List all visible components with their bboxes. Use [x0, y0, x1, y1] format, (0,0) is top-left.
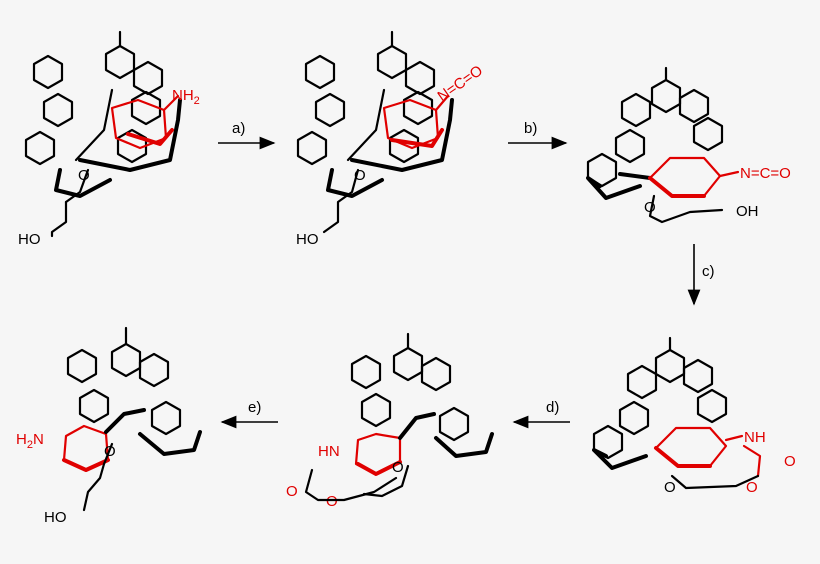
label-nco-1: N=C=O: [435, 62, 486, 105]
label-carbonyl-o-2: O: [286, 483, 298, 500]
label-ester-o-2: O: [326, 493, 338, 510]
step-a-label: a): [232, 120, 245, 137]
step-c-label: c): [702, 263, 715, 280]
structure-isocyanate: [298, 32, 452, 234]
label-ether-o-2: O: [392, 459, 404, 476]
arrow-step-c: c): [687, 244, 715, 306]
label-ho-1: HO: [18, 231, 41, 248]
step-e-label: e): [248, 399, 261, 416]
label-nh2: NH2: [172, 87, 200, 107]
arrow-step-a: a): [218, 120, 276, 150]
structure-amine-isomer: [62, 326, 202, 512]
arrow-step-e: e): [220, 399, 278, 429]
label-ether-o-1: O: [664, 479, 676, 496]
label-hn-1: HN: [318, 443, 340, 460]
structure-isocyanate-rotated: [586, 66, 740, 224]
label-nco-2: N=C=O: [740, 165, 791, 182]
structure-carbamate-isomer: [350, 332, 494, 498]
label-o-6: O: [104, 443, 116, 460]
label-h2n: H2N: [16, 431, 44, 451]
arrow-step-d: d): [512, 399, 570, 429]
label-ester-o-1: O: [746, 479, 758, 496]
label-ho-3: HO: [44, 509, 67, 526]
label-ho-2: HO: [296, 231, 319, 248]
step-d-label: d): [546, 399, 559, 416]
label-o-2: O: [354, 167, 366, 184]
structure-cyclic-carbamate: [592, 336, 762, 490]
label-oh-1: OH: [736, 203, 759, 220]
label-o-3: O: [644, 199, 656, 216]
label-o-1: O: [78, 167, 90, 184]
label-nh-1: NH: [744, 429, 766, 446]
label-carbonyl-o-1: O: [784, 453, 796, 470]
structure-amine: [26, 32, 180, 238]
step-b-label: b): [524, 120, 537, 137]
arrow-step-b: b): [508, 120, 568, 150]
